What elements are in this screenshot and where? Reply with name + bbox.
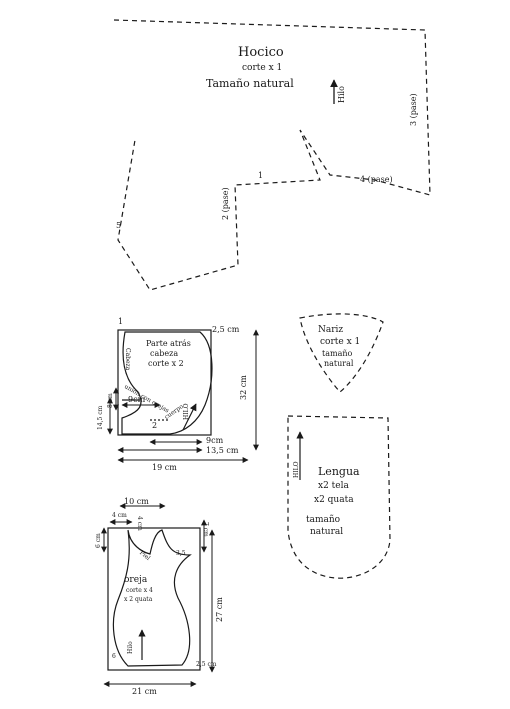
parte-dim-145: 14,5 cm (97, 405, 104, 430)
parte-mark-1: 1 (118, 317, 124, 326)
oreja-quata: x 2 quata (124, 596, 153, 603)
hocico-size: Tamaño natural (206, 77, 294, 90)
parte-cabeza-label: Cabeza (124, 348, 131, 371)
parte-dim-8: 8 cm (107, 393, 114, 408)
parte-hilo-arrow (182, 403, 197, 431)
lengua-quata: x2 quata (314, 495, 354, 505)
oreja-piece (107, 527, 201, 671)
hocico-piece (113, 19, 431, 291)
nariz-outline (299, 313, 384, 393)
parte-hilo-label: HILO (183, 403, 190, 420)
hocico-grain-label: Hilo (337, 86, 346, 103)
oreja-dim-7: 7 cm (202, 522, 209, 537)
parte-dim-9b: 9cm (206, 436, 224, 445)
oreja-title: oreja (124, 575, 148, 585)
hocico-pase-3: 3 (pase) (409, 93, 418, 126)
oreja-dim-21: 21 cm (132, 687, 157, 696)
hocico-title: Hocico (238, 45, 284, 60)
lengua-hilo-label: HILO (293, 461, 300, 478)
oreja-dim-10: 10 cm (124, 497, 149, 506)
oreja-frame (107, 527, 201, 671)
hocico-pase-2: 2 (pase) (221, 187, 230, 220)
parte-mark-2: 2 (152, 421, 158, 430)
lengua-size-2: natural (310, 527, 344, 537)
oreja-dim-4b: 4 cm (136, 516, 143, 531)
lengua-tela: x2 tela (318, 481, 349, 491)
oreja-cut: corte x 4 (126, 587, 153, 594)
lengua-outline (287, 415, 391, 579)
parte-title-2: cabeza (150, 349, 179, 358)
parte-title-3: corte x 2 (148, 359, 184, 368)
parte-dim-25: 2,5 cm (212, 325, 240, 334)
lengua-title: Lengua (318, 465, 360, 478)
nariz-cut: corte x 1 (320, 337, 361, 347)
oreja-outline (112, 529, 192, 667)
parte-dim-19: 19 cm (152, 463, 177, 472)
parte-atras-outline (121, 331, 213, 435)
oreja-hilo-label: Hilo (127, 641, 134, 654)
oreja-dim-35: 3,5 (176, 550, 186, 557)
parte-dim-32: 32 cm (239, 375, 248, 400)
nariz-title: Nariz (318, 325, 344, 335)
parte-dim-135: 13,5 cm (206, 446, 239, 455)
lengua-size-1: tamaño (306, 515, 341, 525)
nariz-size-1: tamaño (322, 349, 353, 358)
nariz-size-2: natural (324, 359, 354, 368)
parte-atras-piece (117, 329, 213, 436)
hocico-mark-5: 5 (116, 221, 122, 230)
oreja-dim-6: 6 cm (95, 533, 102, 548)
hocico-mark-1: 1 (258, 171, 264, 180)
oreja-mark: 6 (112, 653, 116, 660)
oreja-dim-27: 27 cm (215, 597, 224, 622)
hocico-outline (113, 19, 431, 291)
hocico-cut: corte x 1 (242, 63, 283, 73)
oreja-dim-4: 4 cm (112, 512, 127, 519)
hocico-pase-4: 4 (pase) (360, 175, 393, 184)
parte-dim-9a: 9cm (128, 395, 146, 404)
parte-title-1: Parte atrás (146, 339, 191, 348)
oreja-dim-25: 2,5 cm (196, 661, 217, 668)
